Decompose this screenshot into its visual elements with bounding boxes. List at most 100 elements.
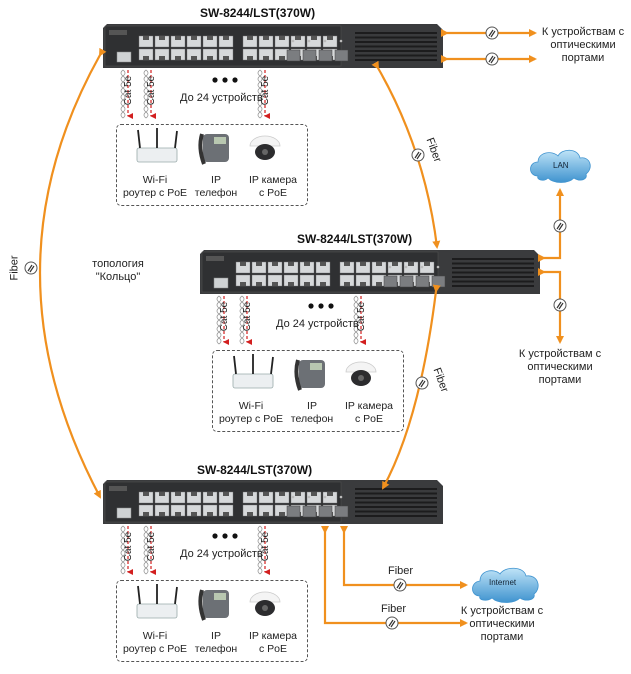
ellipsis-dot — [212, 77, 218, 83]
cable-label: Cat 5e — [260, 531, 272, 562]
fiber-label: Fiber — [8, 255, 21, 281]
antenna-icon — [174, 130, 178, 149]
brand-logo — [109, 486, 127, 491]
device-group-box — [212, 350, 404, 432]
fiber-connector-icon — [411, 148, 425, 162]
ellipsis-dot — [222, 533, 228, 539]
led-icon — [339, 39, 343, 43]
fiber-connector-icon — [553, 219, 567, 233]
cable-label: Cat 5e — [123, 531, 135, 562]
device-count-label: До 24 устройств — [180, 548, 263, 560]
vent-slot — [355, 497, 437, 499]
ip-camera-icon — [345, 361, 377, 373]
vent-slot — [355, 59, 437, 61]
sfp-port-icon — [431, 275, 446, 288]
vent-slot — [355, 41, 437, 43]
switch-3 — [103, 480, 443, 524]
ellipsis-dot — [222, 77, 228, 83]
cable-label: Cat 5e — [356, 301, 368, 332]
switch-1 — [103, 24, 443, 68]
ellipsis-dot — [232, 77, 238, 83]
vent-slot — [355, 515, 437, 517]
console-port-icon — [116, 507, 132, 519]
sfp-port-icon — [383, 275, 398, 288]
fiber-connector-icon — [485, 26, 499, 40]
device-count-label: До 24 устройств — [180, 92, 263, 104]
vent-slot — [355, 501, 437, 504]
cable-label: Cat 5e — [242, 301, 254, 332]
led-icon — [388, 265, 392, 269]
cable-label: Cat 5e — [146, 75, 158, 106]
led-icon — [307, 495, 311, 499]
fiber-optical-sw2 — [538, 268, 564, 344]
fiber-ring-left — [38, 47, 107, 499]
led-icon — [404, 265, 408, 269]
vent-slot — [452, 262, 534, 265]
switch-2 — [200, 250, 540, 294]
sfp-port-icon — [286, 505, 301, 518]
vent-slot — [355, 492, 437, 495]
ip-camera-icon — [249, 591, 281, 603]
antenna-icon — [233, 355, 237, 375]
sfp-port-icon — [399, 275, 414, 288]
internet-cloud-icon — [472, 567, 539, 603]
vent-slot — [452, 267, 534, 269]
lan-cloud-icon — [530, 149, 591, 183]
fiber-label: Fiber — [381, 603, 407, 615]
ellipsis-dot — [308, 303, 314, 309]
fiber-sw1-sw2 — [371, 60, 441, 249]
brand-logo — [109, 30, 127, 35]
sfp-port-icon — [318, 505, 333, 518]
switch-title: SW-8244/LST(370W) — [197, 463, 313, 477]
cable-label: Cat 5e — [123, 75, 135, 106]
fiber-label: Fiber — [388, 565, 414, 577]
switch-title: SW-8244/LST(370W) — [200, 6, 316, 20]
internet-cloud-label: Internet — [489, 578, 517, 587]
sfp-port-icon — [334, 505, 349, 518]
vent-slot — [355, 36, 437, 39]
console-port-icon — [213, 277, 229, 289]
cable-label: Cat 5e — [146, 531, 158, 562]
fiber-connector-icon — [553, 298, 567, 312]
led-icon — [436, 265, 440, 269]
antenna-icon — [270, 356, 274, 375]
led-icon — [339, 495, 343, 499]
device-count-label: До 24 устройств — [276, 318, 359, 330]
antenna-icon — [174, 586, 178, 605]
cable-label: Cat 5e — [260, 75, 272, 106]
sfp-port-icon — [318, 49, 333, 62]
vent-slot — [355, 510, 437, 513]
led-icon — [291, 495, 295, 499]
vent-slot — [355, 488, 437, 490]
device-group-box — [116, 580, 308, 662]
led-icon — [323, 495, 327, 499]
sfp-port-icon — [334, 49, 349, 62]
ellipsis-dot — [232, 533, 238, 539]
vent-slot — [355, 50, 437, 52]
vent-slot — [452, 258, 534, 260]
vent-slot — [355, 32, 437, 34]
fiber-lan — [538, 188, 564, 262]
sfp-port-icon — [302, 49, 317, 62]
sfp-port-icon — [415, 275, 430, 288]
fiber-connector-icon — [485, 52, 499, 66]
fiber-connector-icon — [385, 616, 399, 630]
ip-camera-icon — [249, 135, 281, 147]
vent-slot — [355, 54, 437, 57]
vent-slot — [452, 271, 534, 274]
cable-label: Cat 5e — [219, 301, 231, 332]
led-icon — [420, 265, 424, 269]
led-icon — [307, 39, 311, 43]
